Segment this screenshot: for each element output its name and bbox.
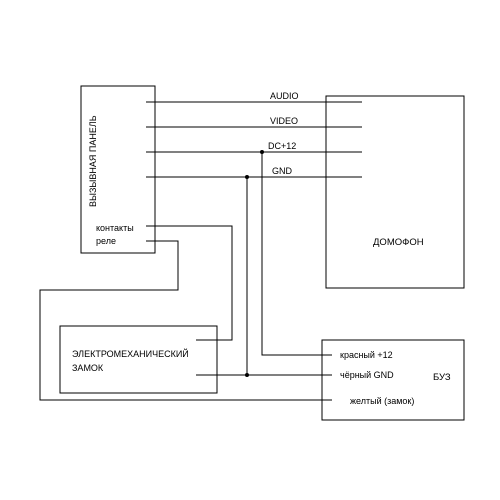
- yellow-terminal-label: желтый (замок): [350, 396, 414, 406]
- intercom-outline: [325, 95, 465, 289]
- relay-wiring: желтый (замок): [39, 225, 414, 406]
- black-terminal-label: чёрный GND: [340, 370, 394, 380]
- relay-to-buz-yellow-wire: [39, 240, 332, 401]
- signal-lines: AUDIO VIDEO DC+12 GND: [146, 91, 362, 178]
- dc12-to-buz-wire: [261, 152, 332, 356]
- intercom-title: ДОМОФОН: [373, 237, 424, 248]
- gnd-label: GND: [272, 166, 293, 176]
- buz-outline: [321, 339, 465, 421]
- call-panel-block: ВЫЗЫВНАЯ ПАНЕЛЬ контакты реле: [80, 85, 156, 254]
- contacts-terminal-label: контакты: [96, 223, 134, 233]
- relay-terminal-label: реле: [96, 236, 116, 246]
- contacts-to-lock-wire: [146, 225, 233, 341]
- lock-title-line2: ЗАМОК: [72, 363, 104, 373]
- lock-title-line1: ЭЛЕКТРОМЕХАНИЧЕСКИЙ: [72, 348, 189, 359]
- gnd-to-buz-wire: [246, 177, 332, 376]
- dc12-label: DC+12: [268, 141, 296, 151]
- call-panel-outline: [80, 85, 156, 254]
- lock-block: ЭЛЕКТРОМЕХАНИЧЕСКИЙ ЗАМОК: [59, 325, 218, 394]
- buz-title: БУЗ: [433, 372, 451, 383]
- audio-label: AUDIO: [270, 91, 299, 101]
- buz-block: БУЗ: [321, 339, 465, 421]
- call-panel-title: ВЫЗЫВНАЯ ПАНЕЛЬ: [88, 115, 98, 207]
- intercom-block: ДОМОФОН: [325, 95, 465, 289]
- red-terminal-label: красный +12: [340, 350, 393, 360]
- power-wiring: красный +12 чёрный GND: [196, 150, 394, 380]
- lock-outline: [59, 325, 218, 394]
- video-label: VIDEO: [270, 116, 298, 126]
